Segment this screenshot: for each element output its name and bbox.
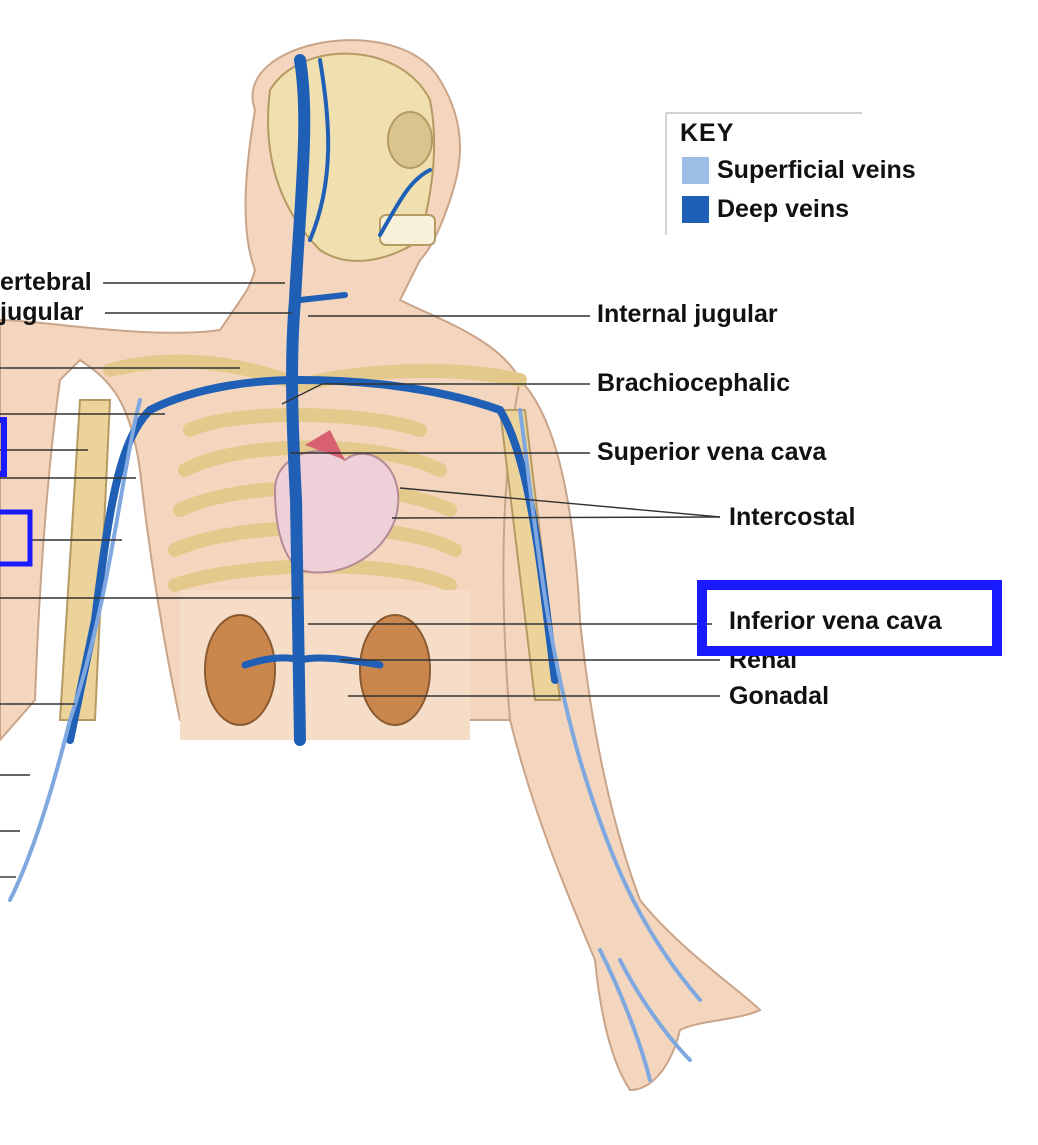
label-inferior-vena-cava: Inferior vena cava — [712, 595, 958, 641]
leader-lines — [0, 282, 721, 878]
key-label: Superficial veins — [717, 156, 916, 184]
superficial-swatch — [682, 157, 709, 184]
key-title: KEY — [680, 119, 735, 147]
kidney-left — [204, 614, 276, 726]
deep-veins — [66, 54, 559, 746]
label-superior-vena-cava: Superior vena cava — [597, 438, 827, 466]
key-item-deep: Deep veins — [682, 195, 849, 224]
label-vertebral-partial: ertebral — [0, 268, 92, 296]
deep-swatch — [682, 196, 709, 223]
label-renal: Renal — [729, 646, 798, 674]
label-internal-jugular: Internal jugular — [597, 300, 778, 328]
superficial-veins — [8, 398, 702, 1082]
left-highlight-box-1 — [0, 417, 7, 477]
label-intercostal: Intercostal — [729, 503, 856, 531]
key-label: Deep veins — [717, 195, 850, 223]
kidney-right — [359, 614, 431, 726]
left-highlight-box-2 — [0, 509, 33, 567]
label-jugular-partial: jugular — [0, 298, 84, 326]
key-item-superficial: Superficial veins — [682, 156, 916, 185]
label-gonadal: Gonadal — [729, 682, 830, 710]
highlight-box — [697, 580, 1002, 656]
label-brachiocephalic: Brachiocephalic — [597, 369, 791, 397]
